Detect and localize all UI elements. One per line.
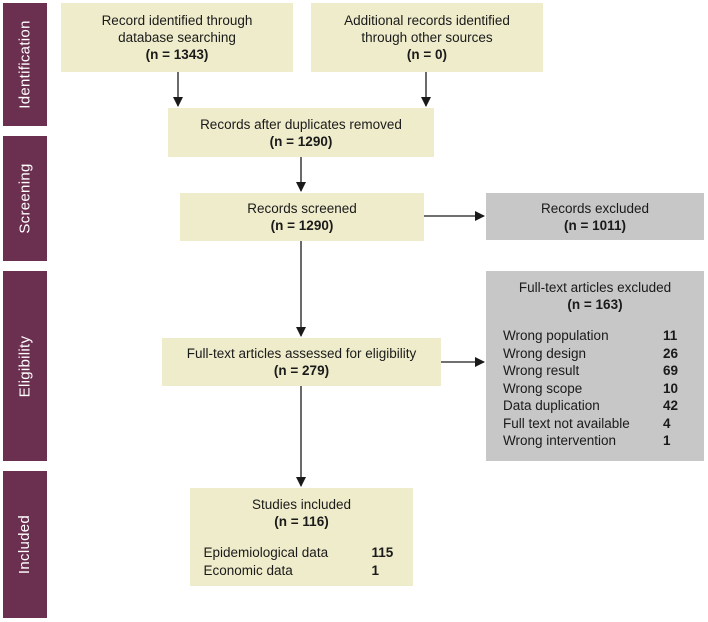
exclusion-reason-value: 26 xyxy=(663,345,679,361)
box-database-text: Record identified through database searc… xyxy=(101,13,253,45)
exclusion-reason-label: Wrong result xyxy=(503,363,580,378)
exclusion-reason-row: Wrong design 26 xyxy=(503,345,687,363)
exclusion-reason-value: 69 xyxy=(663,363,679,378)
box-database-count: (n = 1343) xyxy=(145,47,209,62)
exclusion-reason-row: Wrong intervention 1 xyxy=(503,432,687,450)
phase-screening: Screening xyxy=(3,136,47,261)
exclusion-reason-row: Wrong result 69 xyxy=(503,362,687,380)
box-records-excluded: Records excluded (n = 1011) xyxy=(486,193,704,240)
exclusion-reason-value: 1 xyxy=(663,433,671,448)
box-excluded-count: (n = 1011) xyxy=(564,217,626,233)
exclusion-reason-row: Full text not available 4 xyxy=(503,415,687,433)
box-after-duplicates: Records after duplicates removed (n = 12… xyxy=(168,108,434,157)
exclusion-reason-label: Wrong intervention xyxy=(503,433,617,448)
exclusion-reason-row: Wrong population 11 xyxy=(503,327,687,345)
exclusion-reason-label: Wrong scope xyxy=(503,380,583,396)
exclusion-reason-value: 11 xyxy=(663,328,678,343)
box-after-duplicates-count: (n = 1290) xyxy=(269,133,333,149)
box-included-count: (n = 116) xyxy=(274,514,329,529)
exclusion-reason-value: 10 xyxy=(663,380,679,396)
box-database-records: Record identified through database searc… xyxy=(61,3,293,72)
box-fulltext-excluded-count: (n = 163) xyxy=(567,297,623,312)
included-breakdown-label: Economic data xyxy=(203,562,293,578)
exclusion-reason-row: Wrong scope 10 xyxy=(503,380,687,398)
included-breakdown-row: Economic data 1 xyxy=(204,562,400,580)
phase-eligibility: Eligibility xyxy=(3,271,47,461)
exclusion-reason-value: 42 xyxy=(663,398,679,413)
phase-included: Included xyxy=(3,471,47,618)
exclusion-reason-value: 4 xyxy=(663,415,671,431)
box-fulltext-assessed: Full-text articles assessed for eligibil… xyxy=(162,338,441,386)
exclusion-reason-label: Full text not available xyxy=(503,415,630,431)
exclusion-reason-label: Data duplication xyxy=(503,398,600,413)
included-breakdown-value: 1 xyxy=(371,562,380,578)
phase-identification: Identification xyxy=(3,3,47,126)
box-fulltext-assessed-text: Full-text articles assessed for eligibil… xyxy=(186,346,417,361)
exclusion-reason-label: Wrong population xyxy=(503,328,609,343)
box-other-sources: Additional records identified through ot… xyxy=(311,3,543,72)
exclusion-reason-row: Data duplication 42 xyxy=(503,397,687,415)
box-excluded-text: Records excluded xyxy=(540,200,650,216)
box-fulltext-excluded-text: Full-text articles excluded xyxy=(518,280,672,295)
box-screened-text: Records screened xyxy=(247,201,357,216)
included-breakdown-row: Epidemiological data 115 xyxy=(204,544,400,562)
exclusion-reasons-table: Wrong population 11 Wrong design 26 Wrong … xyxy=(503,327,687,450)
box-other-sources-count: (n = 0) xyxy=(406,47,448,62)
box-other-sources-text: Additional records identified through ot… xyxy=(344,13,510,45)
box-fulltext-excluded: Full-text articles excluded (n = 163) Wr… xyxy=(486,271,704,461)
box-after-duplicates-text: Records after duplicates removed xyxy=(200,116,402,132)
included-breakdown-value: 115 xyxy=(371,545,394,560)
box-studies-included: Studies included (n = 116) Epidemiologic… xyxy=(190,488,413,586)
included-breakdown-label: Epidemiological data xyxy=(203,545,329,560)
box-fulltext-assessed-count: (n = 279) xyxy=(273,363,330,378)
box-screened-count: (n = 1290) xyxy=(270,218,334,233)
box-included-text: Studies included xyxy=(251,497,352,512)
exclusion-reason-label: Wrong design xyxy=(503,345,587,361)
box-records-screened: Records screened (n = 1290) xyxy=(180,193,424,241)
included-breakdown-table: Epidemiological data 115 Economic data 1 xyxy=(204,544,400,579)
